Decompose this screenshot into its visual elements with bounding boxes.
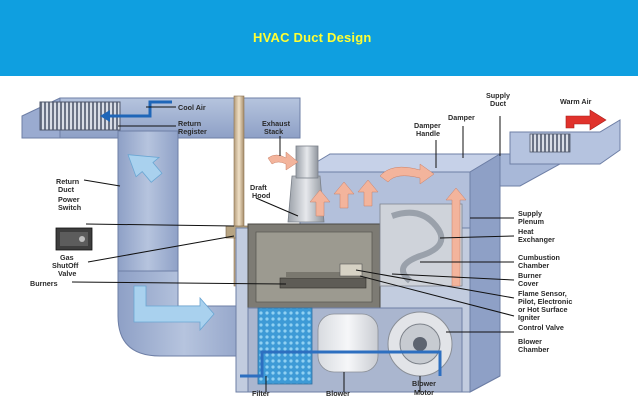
label-filter: Filter	[252, 389, 270, 398]
warm-air-exit-arrow	[565, 109, 607, 131]
return-flow-arrow	[133, 285, 215, 332]
leader-lines	[71, 106, 515, 392]
return-duct	[21, 97, 301, 357]
power-switch	[55, 227, 93, 251]
label-damper-handle: Damper	[414, 121, 441, 130]
hvac-diagram: Cool Air Return Register Exhaust Stack S…	[21, 91, 621, 398]
label-warm-air: Warm Air	[560, 97, 592, 106]
label-cool-air: Cool Air	[178, 103, 206, 112]
label-blower-chamber: Chamber	[518, 345, 549, 354]
label-draft-hood: Hood	[252, 191, 270, 200]
header-banner: HVAC Duct Design	[0, 0, 638, 76]
label-return-register: Return	[178, 119, 201, 128]
label-blower-motor: Blower	[412, 379, 436, 388]
label-burners: Burners	[30, 279, 58, 288]
return-flow-arrow	[127, 154, 163, 183]
label-burner-cover: Burner	[518, 271, 542, 280]
label-supply-duct: Duct	[490, 99, 507, 108]
label-burner-cover: Cover	[518, 279, 539, 288]
label-heat-exchanger: Exchanger	[518, 235, 555, 244]
label-blower: Blower	[326, 389, 350, 398]
label-power-switch: Switch	[58, 203, 81, 212]
label-supply-plenum: Plenum	[518, 217, 544, 226]
label-heat-exchanger: Heat	[518, 227, 534, 236]
page-title: HVAC Duct Design	[253, 30, 372, 45]
label-gas-shutoff-valve: Gas	[60, 253, 74, 262]
label-blower-chamber: Blower	[518, 337, 542, 346]
cool-air-arrow	[100, 100, 172, 122]
label-return-duct: Duct	[58, 185, 75, 194]
label-supply-plenum: Supply	[518, 209, 542, 218]
label-exhaust-stack: Stack	[264, 127, 283, 136]
label-exhaust-stack: Exhaust	[262, 119, 291, 128]
label-flame-sensor: Pilot, Electronic	[518, 297, 572, 306]
label-flame-sensor: Flame Sensor,	[518, 289, 567, 298]
label-gas-shutoff-valve: Valve	[58, 269, 76, 278]
label-gas-shutoff-valve: ShutOff	[52, 261, 79, 270]
label-combustion-chamber: Cumbustion	[518, 253, 560, 262]
label-flame-sensor: or Hot Surface	[518, 305, 568, 314]
label-damper-handle: Handle	[416, 129, 440, 138]
blower-wheel	[317, 313, 379, 373]
label-combustion-chamber: Chamber	[518, 261, 549, 270]
label-blower-motor: Motor	[414, 388, 434, 397]
label-draft-hood: Draft	[250, 183, 267, 192]
label-flame-sensor: Igniter	[518, 313, 540, 322]
filter-media	[257, 307, 313, 385]
label-return-register: Register	[178, 127, 207, 136]
supply-register-grille	[529, 133, 571, 153]
furnace-cabinet	[235, 145, 501, 393]
label-power-switch: Power	[58, 195, 80, 204]
label-return-duct: Return	[56, 177, 79, 186]
label-damper: Damper	[448, 113, 475, 122]
label-supply-duct: Supply	[486, 91, 510, 100]
warm-air-arrows	[267, 109, 607, 287]
label-control-valve: Control Valve	[518, 323, 564, 332]
diagram-labels: Cool Air Return Register Exhaust Stack S…	[30, 91, 592, 398]
